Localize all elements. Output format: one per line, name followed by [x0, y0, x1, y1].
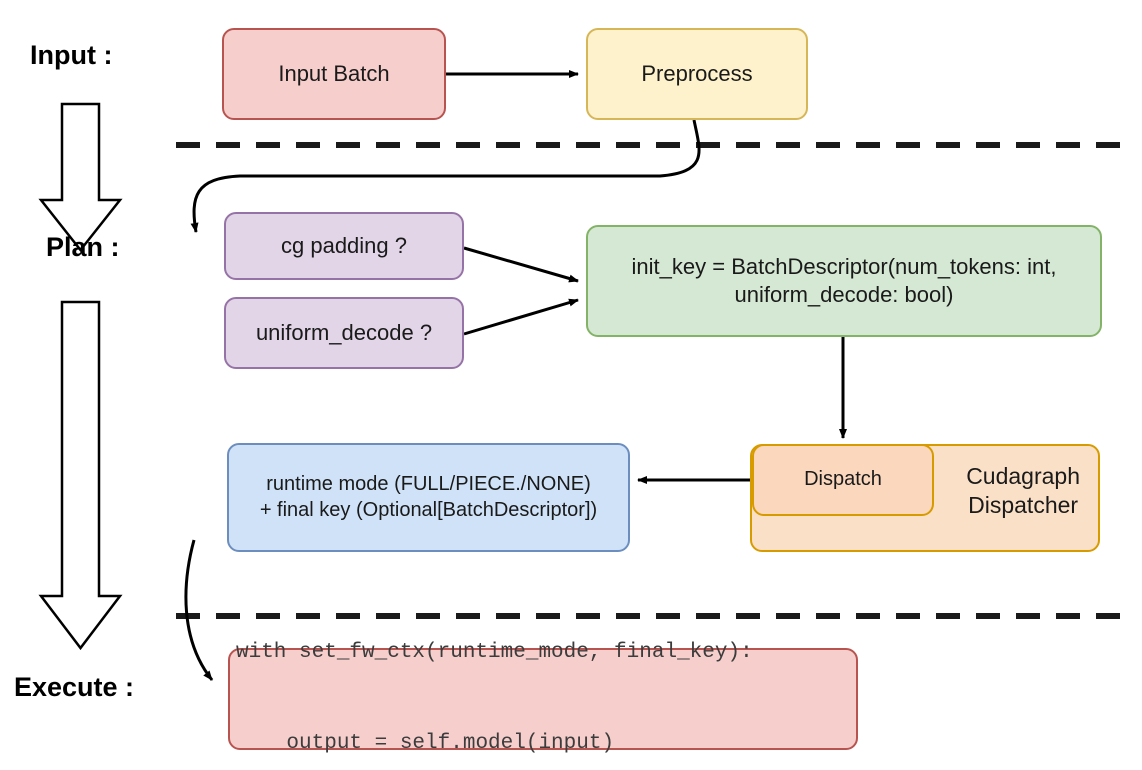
edge-runtime-mode-to-exec-code: [184, 539, 214, 681]
input-to-plan-block-arrow: [38, 102, 123, 253]
node-init-key-line-1: init_key = BatchDescriptor(num_tokens: i…: [631, 253, 1057, 279]
node-exec-code-text: with set_fw_ctx(runtime_mode, final_key)…: [236, 577, 753, 770]
node-cudagraph-dispatcher-line-2: Dispatcher: [968, 492, 1079, 519]
edge-uniform-decode-to-init-key: [463, 298, 579, 336]
node-cudagraph-dispatcher-text: Cudagraph Dispatcher: [966, 462, 1080, 521]
node-uniform-decode-label: uniform_decode ?: [255, 319, 433, 345]
node-dispatch-label: Dispatch: [804, 468, 882, 491]
node-init-key-text: init_key = BatchDescriptor(num_tokens: i…: [632, 253, 1057, 309]
stage-label-plan: Plan :: [46, 232, 120, 262]
stage-label-execute: Execute :: [14, 672, 135, 702]
node-preprocess-label: Preprocess: [641, 60, 753, 86]
plan-to-execute-block-arrow: [38, 300, 123, 651]
edge-preprocess-to-cg-padding: [190, 119, 701, 233]
node-input-batch[interactable]: Input Batch: [222, 28, 446, 120]
node-runtime-mode[interactable]: runtime mode (FULL/PIECE./NONE) + final …: [227, 443, 630, 552]
node-uniform-decode[interactable]: uniform_decode ?: [224, 297, 464, 369]
node-cg-padding[interactable]: cg padding ?: [224, 212, 464, 280]
node-cg-padding-label: cg padding ?: [281, 232, 407, 258]
node-preprocess[interactable]: Preprocess: [586, 28, 808, 120]
node-runtime-mode-line-1: runtime mode (FULL/PIECE./NONE): [266, 472, 591, 495]
node-cudagraph-dispatcher-line-1: Cudagraph: [966, 463, 1080, 489]
node-init-key[interactable]: init_key = BatchDescriptor(num_tokens: i…: [586, 225, 1102, 337]
node-exec-code-line-1: with set_fw_ctx(runtime_mode, final_key)…: [236, 641, 753, 665]
node-runtime-mode-text: runtime mode (FULL/PIECE./NONE) + final …: [260, 472, 597, 523]
node-init-key-line-2: uniform_decode: bool): [734, 282, 954, 307]
node-input-batch-label: Input Batch: [278, 60, 390, 86]
edge-cg-padding-to-init-key: [463, 246, 579, 283]
stage-label-input: Input :: [30, 40, 113, 70]
node-runtime-mode-line-2: + final key (Optional[BatchDescriptor]): [259, 498, 598, 521]
node-dispatch[interactable]: Dispatch: [752, 444, 934, 516]
node-exec-code-line-2: output = self.model(input): [236, 732, 615, 756]
node-exec-code[interactable]: with set_fw_ctx(runtime_mode, final_key)…: [228, 641, 858, 755]
